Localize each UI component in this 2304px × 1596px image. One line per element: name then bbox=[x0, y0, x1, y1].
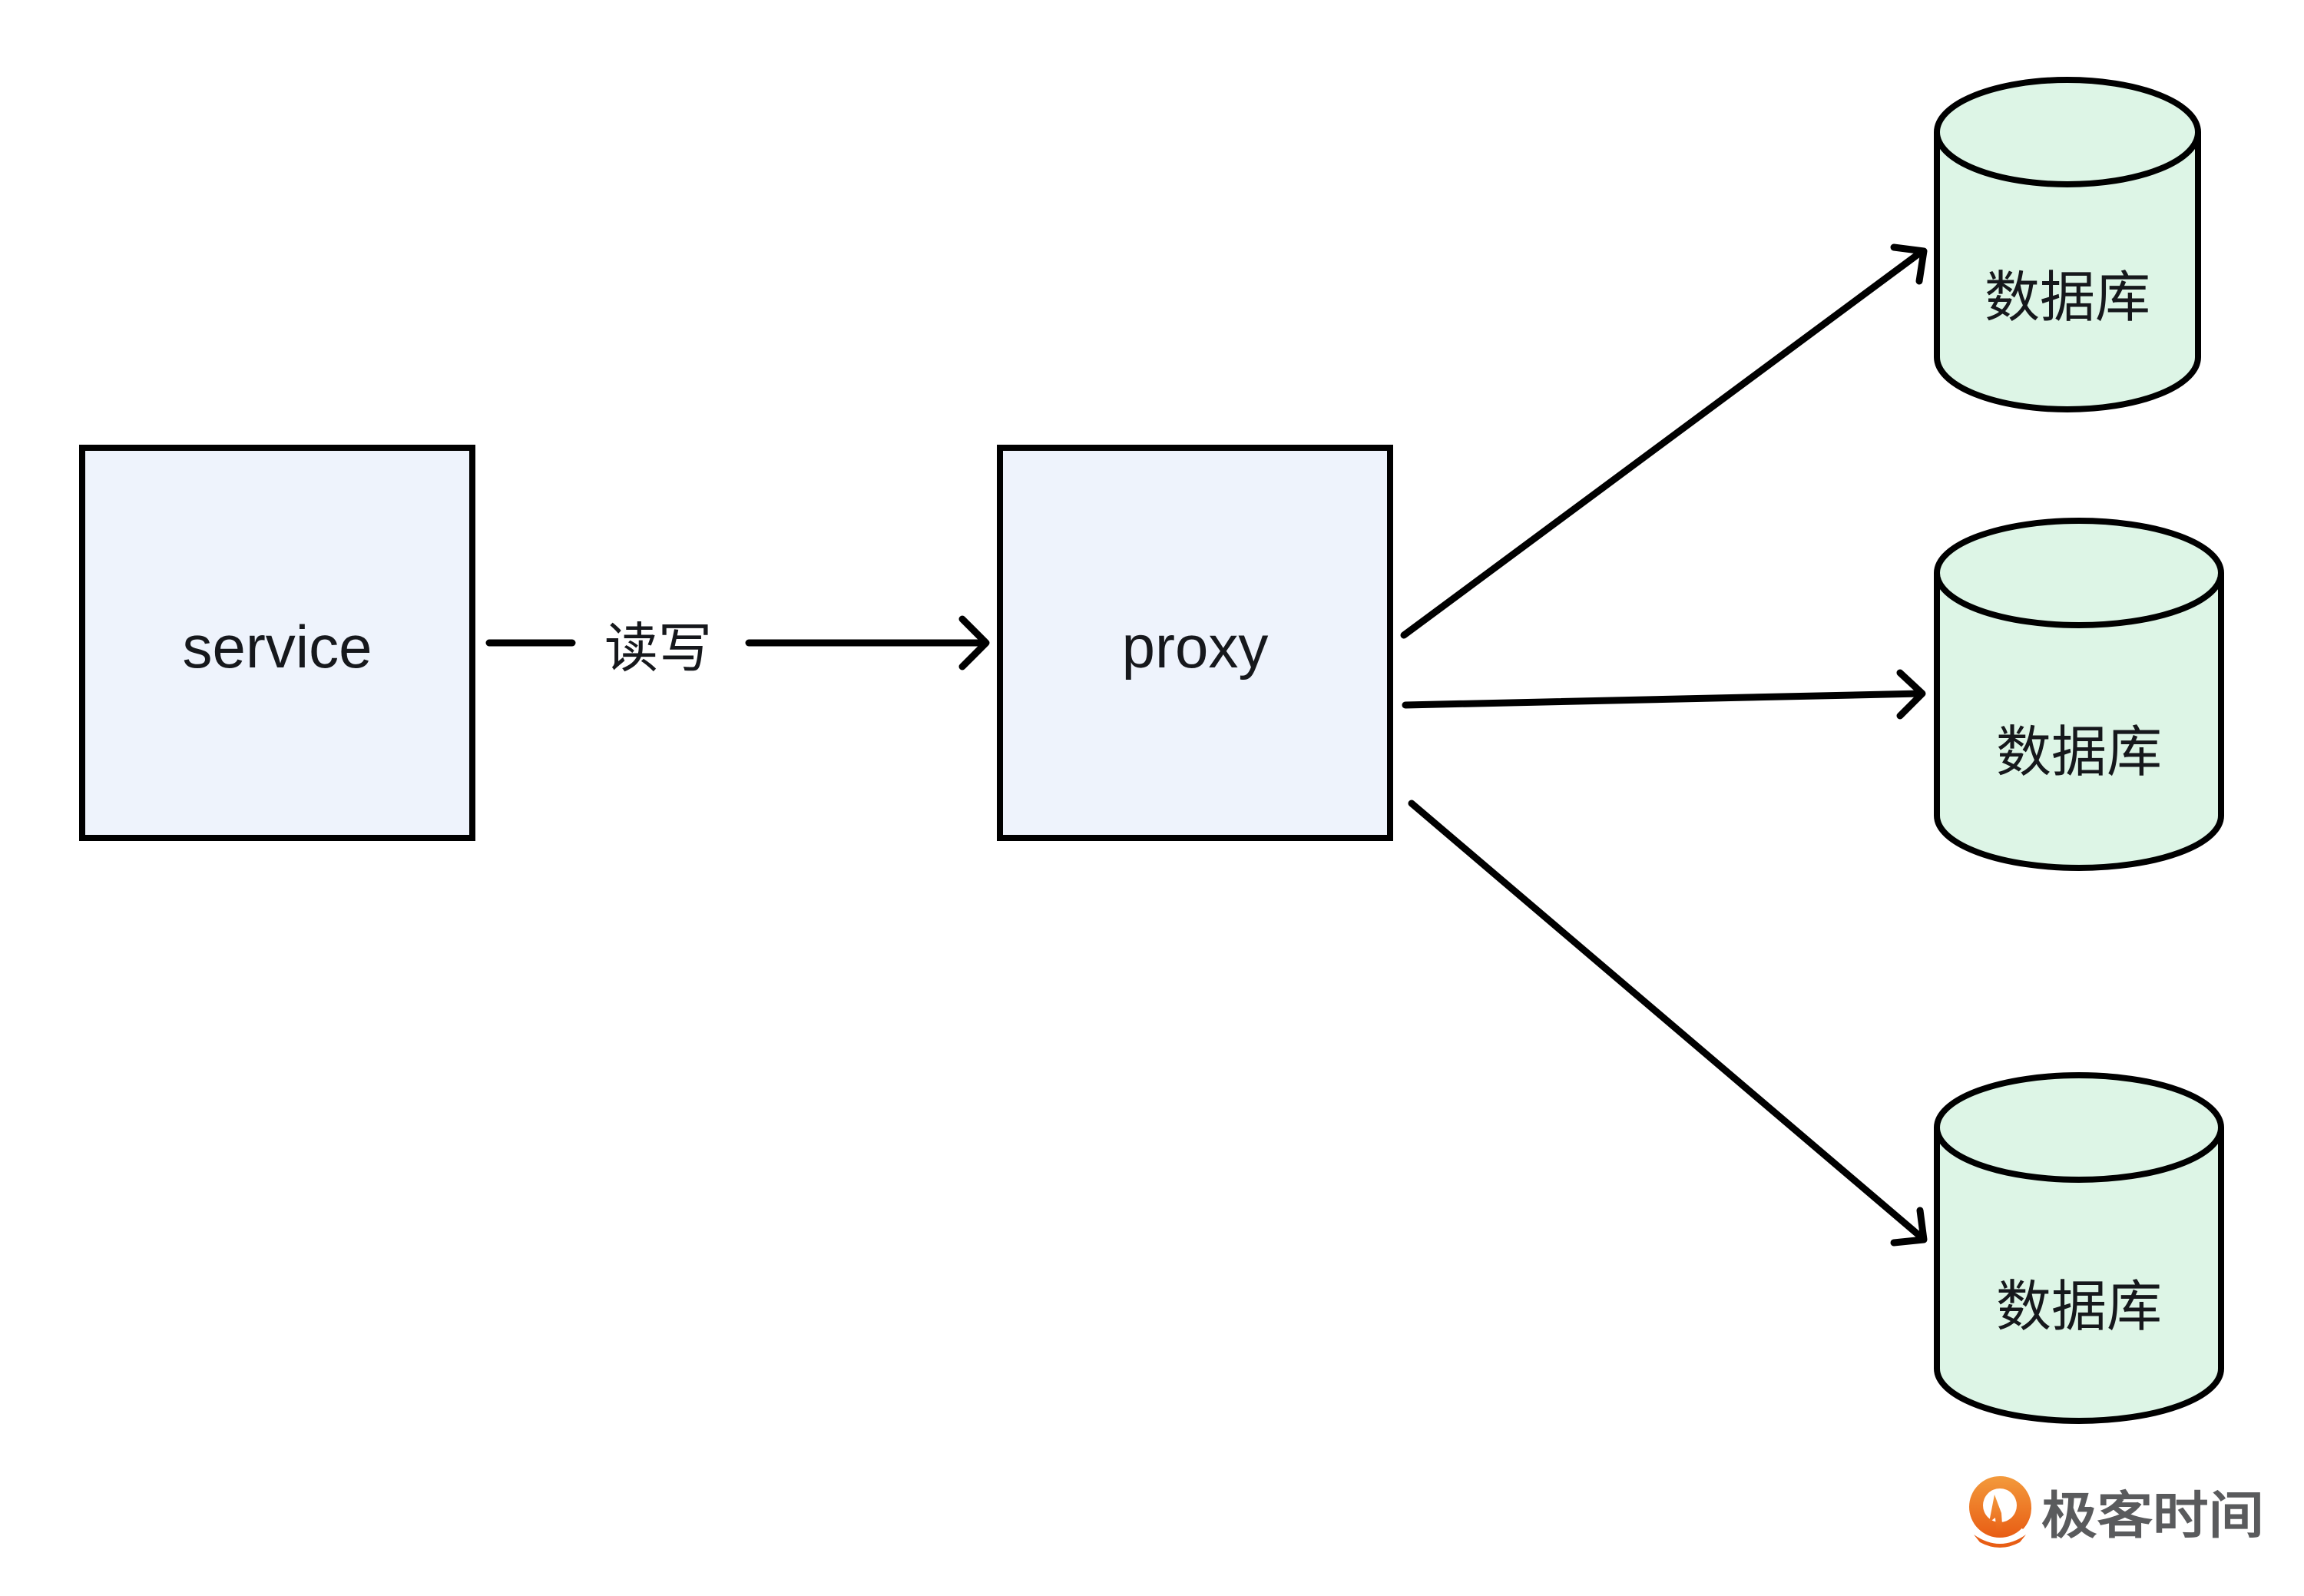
arrowhead-icon bbox=[1896, 669, 1926, 720]
edge-line bbox=[1408, 800, 1926, 1242]
edge-line bbox=[1402, 690, 1925, 709]
edge-line bbox=[1400, 247, 1926, 639]
arrowhead-icon bbox=[1890, 1207, 1928, 1247]
service-node: service bbox=[79, 445, 475, 841]
proxy-node: proxy bbox=[997, 445, 1393, 841]
edge-proxy-to-db1 bbox=[1400, 243, 1928, 639]
proxy-box bbox=[997, 445, 1393, 841]
database-node-1: 数据库 bbox=[1934, 77, 2201, 412]
proxy-label: proxy bbox=[1122, 613, 1269, 680]
database-cylinder-icon bbox=[1934, 1072, 2224, 1424]
geektime-brand-text: 极客时间 bbox=[2041, 1486, 2264, 1545]
edge-proxy-to-db2 bbox=[1402, 669, 1926, 720]
database-label: 数据库 bbox=[1996, 1274, 2162, 1339]
cylinder-top-rim bbox=[1934, 572, 2224, 628]
database-cylinder-icon bbox=[1934, 77, 2201, 412]
edge-service-to-proxy: 读写 bbox=[485, 615, 990, 680]
edge-proxy-to-db3 bbox=[1408, 800, 1928, 1247]
cylinder-top-rim bbox=[1934, 131, 2201, 187]
service-box bbox=[79, 445, 475, 841]
service-label: service bbox=[182, 613, 372, 680]
geektime-logo-icon bbox=[1969, 1476, 2032, 1548]
edge-label-read-write: 读写 bbox=[604, 617, 712, 680]
geektime-watermark: 极客时间 bbox=[1969, 1476, 2264, 1548]
arrowhead-icon bbox=[958, 615, 990, 671]
database-label: 数据库 bbox=[1985, 265, 2150, 329]
cylinder-top-rim bbox=[1934, 1127, 2224, 1183]
database-cylinder-icon bbox=[1934, 518, 2224, 871]
database-node-3: 数据库 bbox=[1934, 1072, 2224, 1424]
database-label: 数据库 bbox=[1996, 720, 2162, 784]
database-node-2: 数据库 bbox=[1934, 518, 2224, 871]
arrowhead-icon bbox=[1890, 243, 1928, 285]
